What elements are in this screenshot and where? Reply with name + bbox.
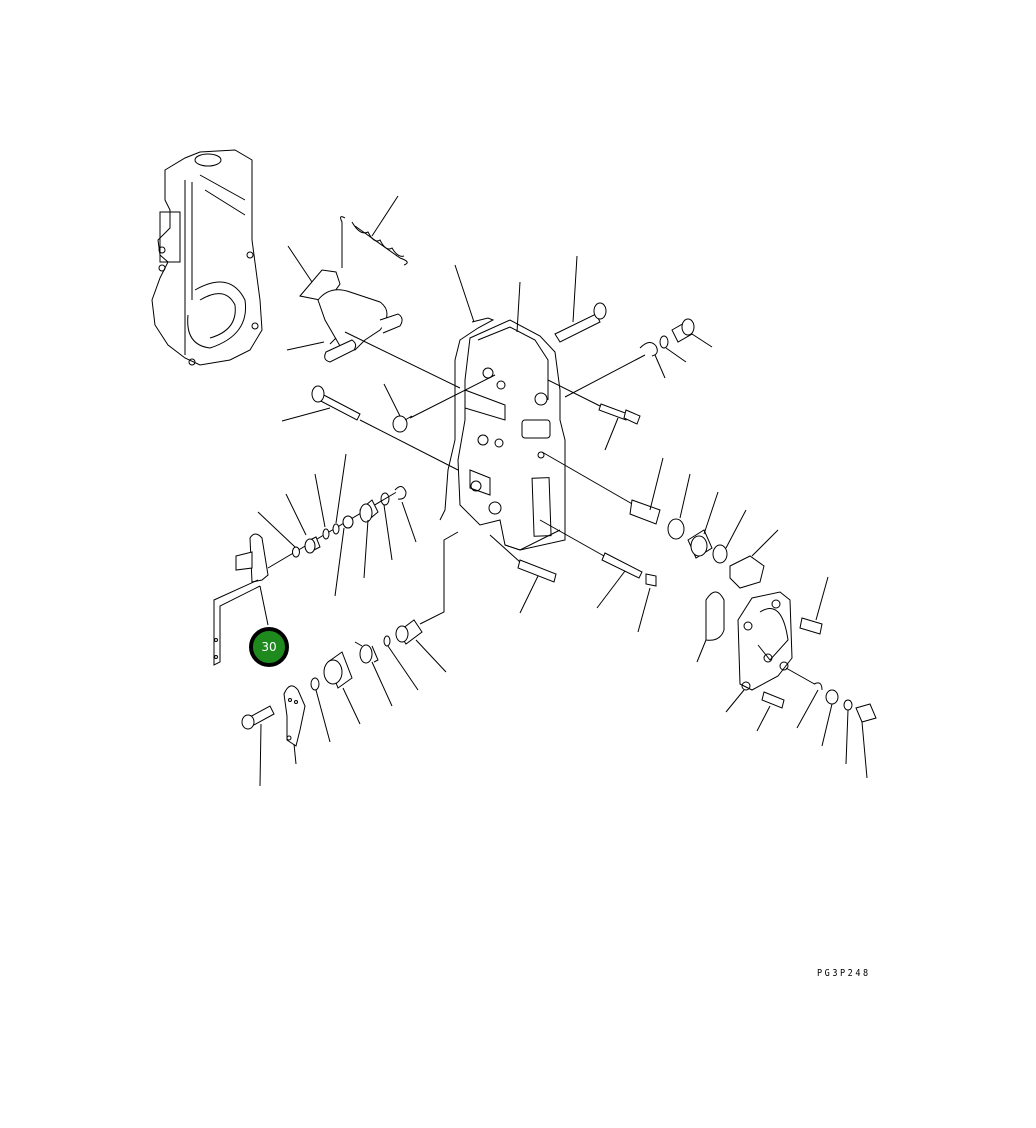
small-plug [383,374,496,433]
lower-shaft-parts [310,531,459,743]
cap-seal-set-top [564,318,713,398]
pump-cover [439,317,566,551]
callout-30[interactable]: 30 [249,627,289,667]
right-adjust-stack [541,451,779,589]
left-long-bolt [281,385,459,471]
right-small-parts [756,576,877,779]
governor-lever [286,245,461,389]
mid-screws [489,519,657,633]
side-cover [696,591,819,713]
bracket-lever [213,533,269,666]
governor-housing [151,149,263,366]
tension-spring [340,195,408,268]
adjust-screw-top [547,379,641,451]
long-bolt [454,255,607,343]
left-shaft-parts [257,453,417,597]
lower-plate-and-bolt [241,685,306,787]
drawing-code: PG3P248 [817,968,871,979]
callout-label: 30 [261,640,277,654]
